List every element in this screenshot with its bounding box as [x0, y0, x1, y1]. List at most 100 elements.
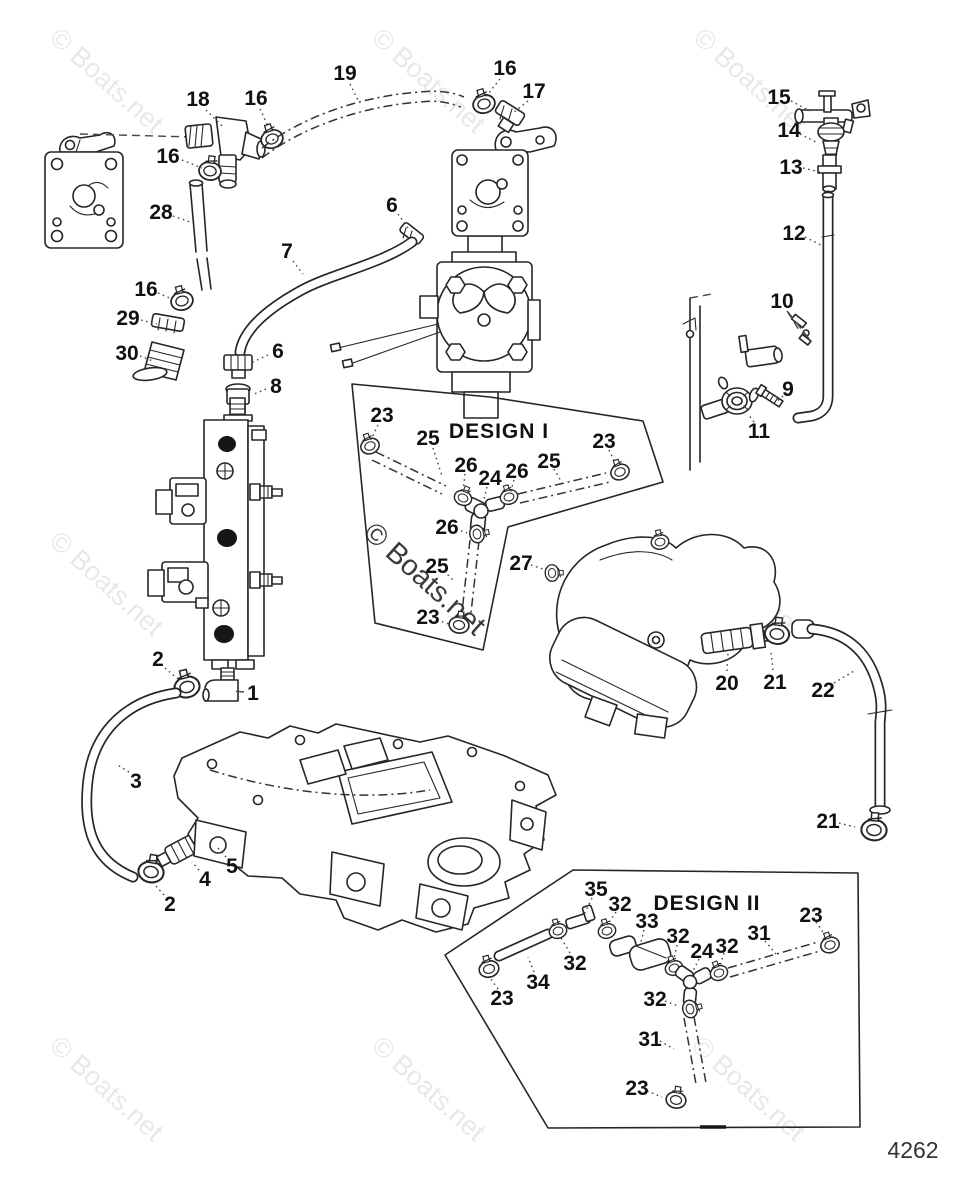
callout-leader-18 — [205, 109, 223, 127]
rail-outlet-lower — [249, 571, 283, 589]
callout-leader-10 — [786, 310, 800, 331]
callout-label-24: 24 — [690, 940, 714, 963]
callout-leader-14 — [799, 133, 819, 144]
tee-fitting-18 — [184, 116, 266, 189]
powerhead-panel — [682, 293, 713, 471]
callout-label-16: 16 — [244, 87, 267, 110]
callout-leader-2 — [164, 667, 179, 680]
design-1-label: DESIGN I — [449, 420, 549, 443]
callout-leader-31 — [659, 1040, 675, 1050]
watermark: © Boats.net — [366, 1030, 492, 1147]
callout-label-8: 8 — [270, 375, 282, 398]
fuel-hose-22 — [791, 619, 893, 815]
rail-injector-upper — [155, 477, 207, 525]
callout-leader-16 — [483, 78, 501, 100]
callout-label-32: 32 — [563, 952, 586, 975]
callout-label-35: 35 — [584, 878, 608, 901]
callout-label-25: 25 — [425, 555, 449, 578]
rail-outlet-upper — [249, 483, 283, 501]
callout-leader-27 — [530, 564, 544, 570]
grommet-11 — [717, 376, 760, 415]
fuel-rail — [147, 397, 283, 670]
hose-clamp-23-tr — [606, 456, 633, 484]
callout-label-24: 24 — [478, 467, 502, 490]
hose-clamp-16c — [166, 282, 196, 314]
callout-label-3: 3 — [130, 770, 142, 793]
fuel-filter-33 — [608, 935, 672, 971]
carb-bolts — [445, 276, 528, 361]
callout-label-29: 29 — [116, 307, 139, 330]
callout-label-16: 16 — [134, 278, 157, 301]
elbow-fitting-1 — [202, 667, 239, 702]
design-2-label: DESIGN II — [653, 892, 760, 915]
hose-clamp-23b — [816, 929, 843, 956]
callout-label-18: 18 — [186, 88, 210, 111]
callout-leader-7 — [292, 260, 304, 275]
fuel-tube-28 — [188, 179, 212, 291]
callout-label-23: 23 — [592, 430, 615, 453]
callout-label-13: 13 — [779, 156, 802, 179]
callout-label-23: 23 — [625, 1077, 648, 1100]
y-fitting-24b — [674, 965, 713, 1006]
fuel-hose-31a — [727, 941, 821, 978]
fitting-6-bottom — [223, 354, 253, 379]
fuel-hose-34 — [493, 928, 554, 962]
fitting-29 — [150, 312, 186, 334]
fuel-hose-31b — [683, 1016, 707, 1085]
callout-leader-1 — [232, 690, 245, 693]
callout-leader-19 — [349, 83, 359, 101]
tee-fitting-right — [738, 334, 783, 368]
callout-label-28: 28 — [149, 201, 173, 224]
strainer-30 — [132, 341, 185, 382]
callout-label-14: 14 — [777, 119, 801, 142]
fuel-hose-3 — [81, 687, 182, 883]
fuel-tube-12 — [792, 190, 835, 424]
callout-label-26: 26 — [435, 516, 458, 539]
callout-leader-32 — [664, 1000, 679, 1007]
fuel-hose-19 — [261, 90, 465, 159]
callout-label-32: 32 — [666, 925, 689, 948]
callout-leader-16 — [181, 159, 203, 169]
callout-label-20: 20 — [715, 672, 738, 695]
callout-label-32: 32 — [608, 893, 631, 916]
callout-label-22: 22 — [811, 679, 834, 702]
callout-label-27: 27 — [509, 552, 532, 575]
fuel-pump-plate-top — [451, 126, 557, 237]
design-1-region — [351, 383, 664, 651]
callout-label-1: 1 — [247, 682, 259, 705]
callout-label-16: 16 — [493, 57, 516, 80]
design-2-region — [444, 869, 861, 1129]
callout-label-15: 15 — [767, 86, 791, 109]
callout-label-23: 23 — [416, 606, 439, 629]
fuel-pump-plate-left — [44, 131, 194, 249]
hose-clamp-21b — [859, 810, 889, 843]
callout-label-6: 6 — [272, 340, 284, 363]
callout-leader-28 — [172, 215, 191, 223]
callout-leader-30 — [139, 355, 154, 362]
callout-label-25: 25 — [537, 450, 561, 473]
callout-label-26: 26 — [454, 454, 477, 477]
callout-label-12: 12 — [782, 222, 805, 245]
callout-leader-35 — [583, 897, 593, 916]
callout-label-4: 4 — [199, 868, 211, 891]
rail-injector-lower — [147, 561, 209, 609]
callout-leader-2 — [153, 883, 165, 896]
callout-leader-3 — [115, 763, 130, 773]
callout-label-30: 30 — [115, 342, 138, 365]
callout-label-2: 2 — [152, 648, 164, 671]
callout-label-23: 23 — [490, 987, 513, 1010]
callout-label-5: 5 — [226, 855, 238, 878]
callout-leader-21 — [838, 822, 856, 828]
hose-clamp-32b — [594, 916, 619, 942]
callout-leader-24 — [692, 958, 700, 972]
callout-label-21: 21 — [816, 810, 840, 833]
callout-leader-26 — [455, 528, 468, 534]
callout-leader-34 — [527, 956, 535, 973]
carburetor-assembly — [329, 225, 541, 419]
callout-leader-9 — [775, 395, 784, 403]
callout-label-32: 32 — [643, 988, 666, 1011]
hose-clamp-23c — [664, 1084, 689, 1111]
callout-leader-23 — [646, 1090, 663, 1098]
